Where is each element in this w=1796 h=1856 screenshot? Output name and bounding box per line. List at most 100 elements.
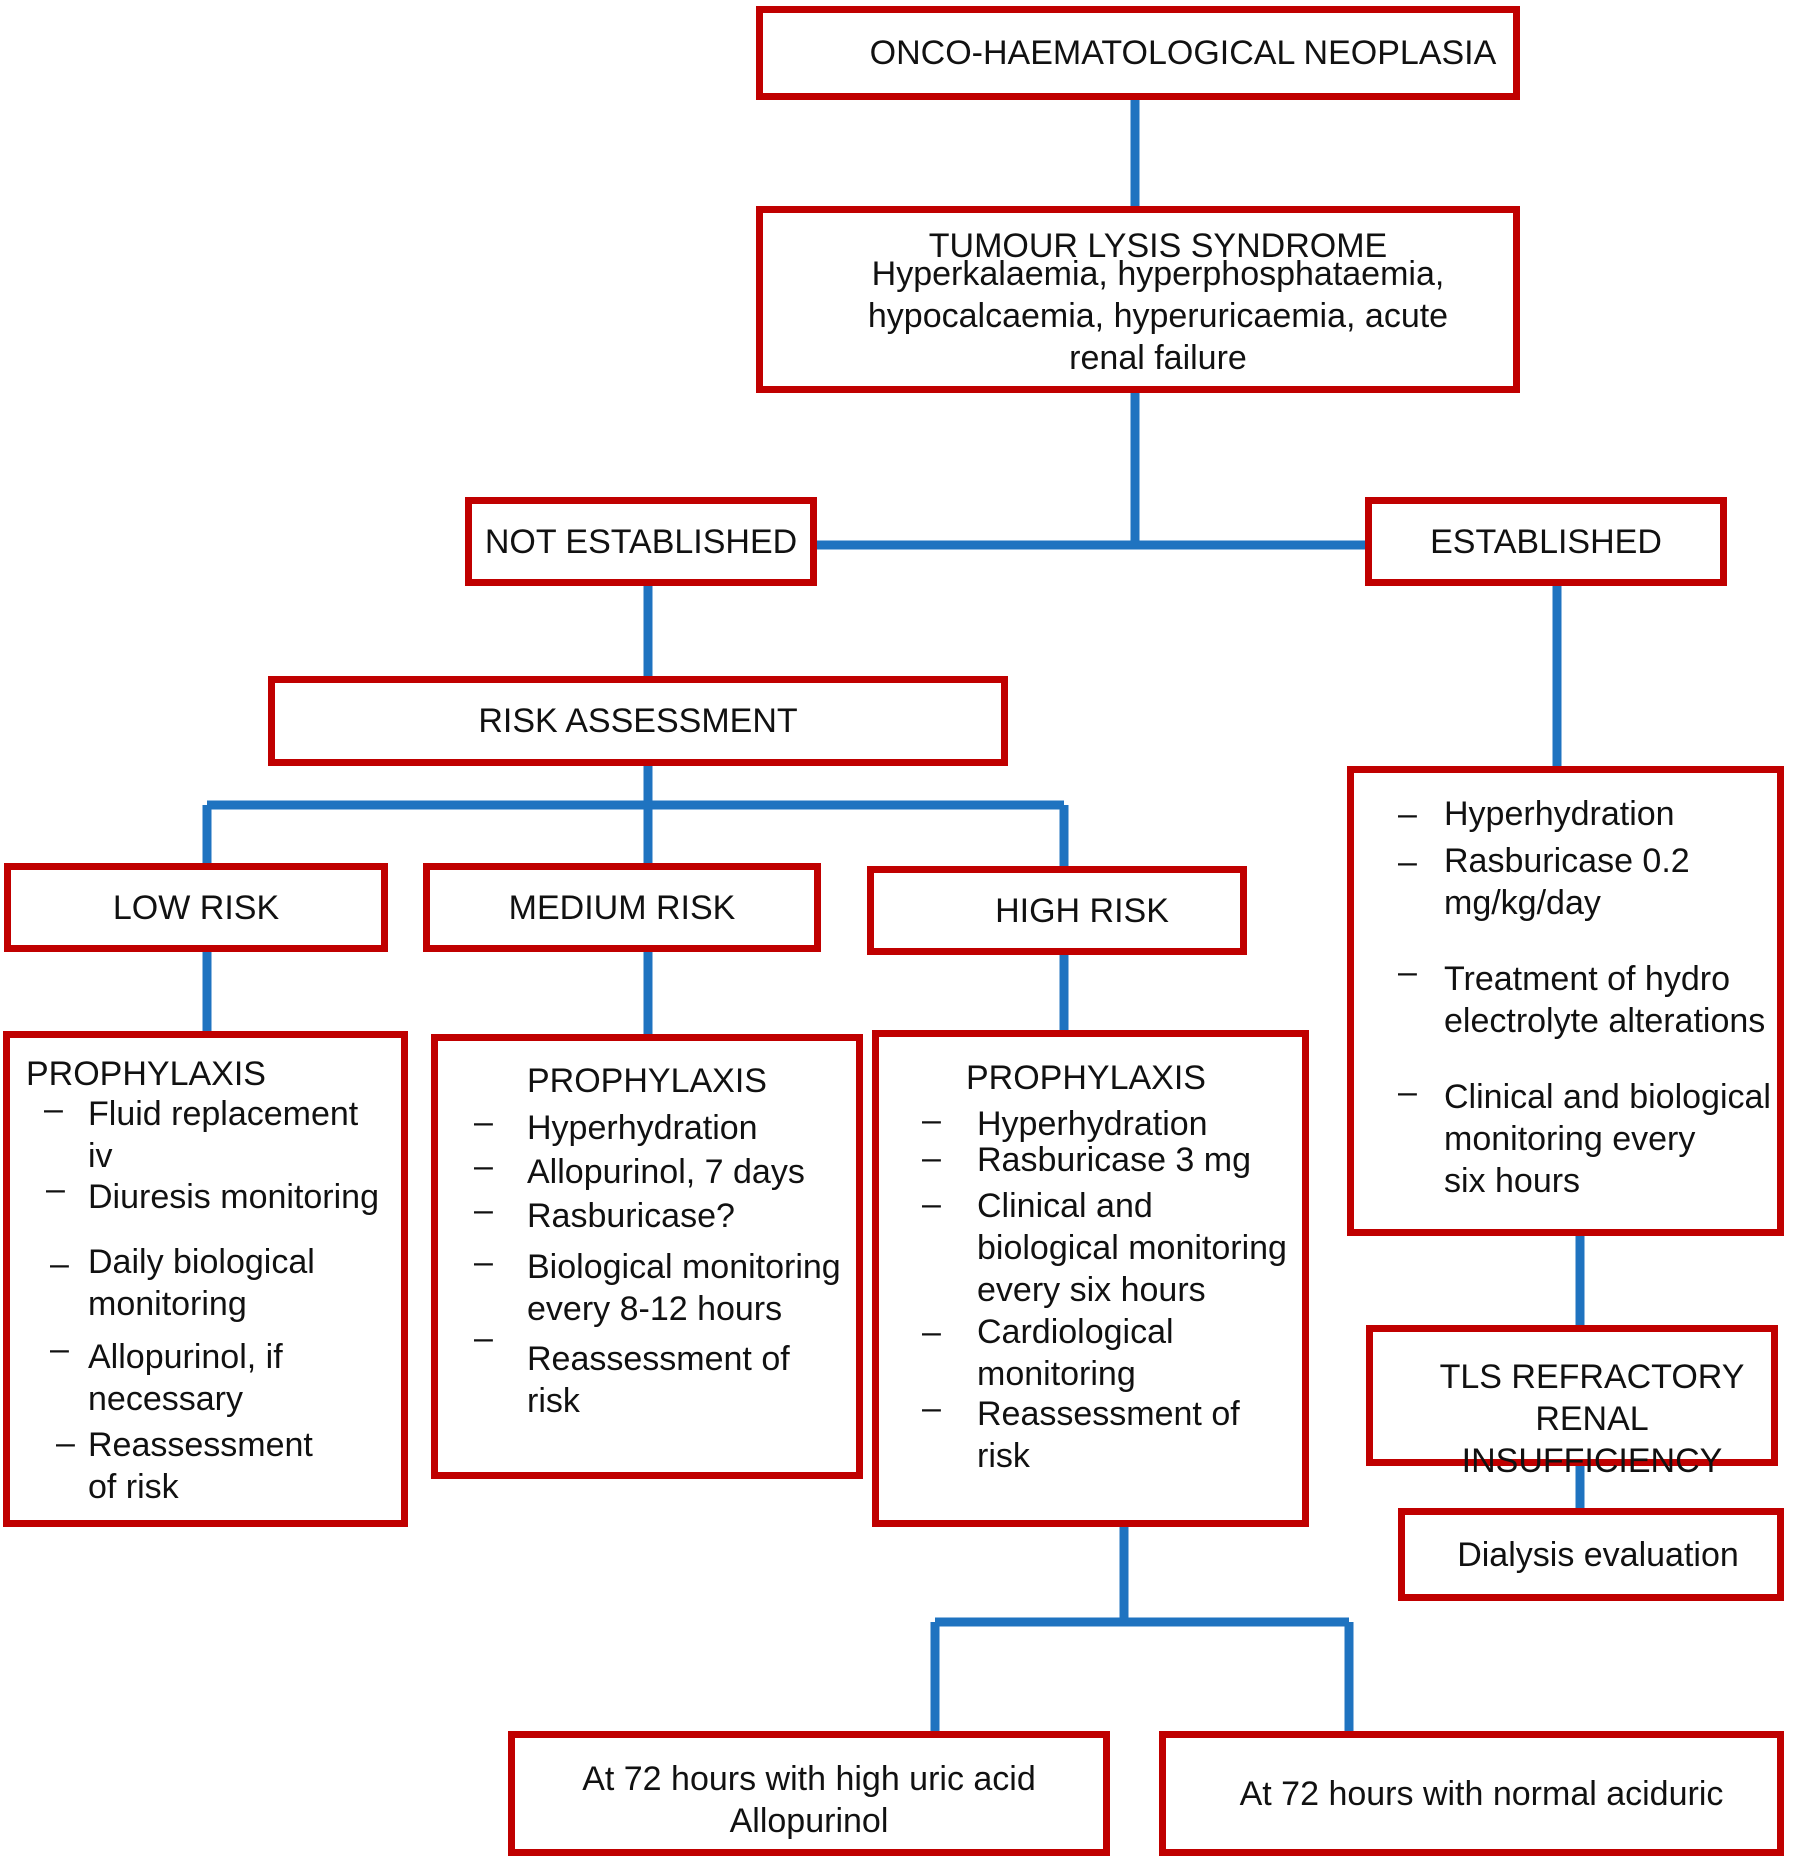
normal-aciduric-label: At 72 hours with normal aciduric bbox=[1239, 1774, 1724, 1813]
high-risk-item-3-line-2: biological monitoring bbox=[977, 1229, 1287, 1267]
established-item-2-line-2: mg/kg/day bbox=[1444, 884, 1601, 922]
dash-marker: – bbox=[474, 1147, 493, 1185]
high-risk-item-1-line-1: Hyperhydration bbox=[977, 1105, 1208, 1143]
established-box: ESTABLISHED bbox=[1365, 497, 1727, 586]
low-risk-item-3-line-2: monitoring bbox=[88, 1285, 247, 1323]
dash-marker: – bbox=[50, 1245, 69, 1283]
high-risk-prophylaxis-box: PROPHYLAXIS – Hyperhydration – Rasburica… bbox=[872, 1030, 1309, 1527]
medium-risk-item-4-line-2: every 8-12 hours bbox=[527, 1290, 783, 1328]
medium-risk-item-3: Rasburicase? bbox=[527, 1195, 735, 1237]
tls-description-line-1: Hyperkalaemia, hyperphosphataemia, bbox=[871, 255, 1445, 293]
dash-marker: – bbox=[474, 1191, 493, 1229]
high-risk-item-3-line-1: Clinical and bbox=[977, 1187, 1153, 1225]
dash-marker: – bbox=[56, 1424, 75, 1462]
not-established-box: NOT ESTABLISHED bbox=[465, 497, 817, 586]
dash-marker: – bbox=[922, 1101, 941, 1139]
high-risk-item-4-line-2: monitoring bbox=[977, 1355, 1136, 1393]
medium-risk-item-3-line-1: Rasburicase? bbox=[527, 1197, 735, 1235]
low-risk-box: LOW RISK bbox=[4, 863, 388, 952]
low-risk-item-4-line-1: Allopurinol, if bbox=[88, 1338, 283, 1376]
dash-marker: – bbox=[474, 1243, 493, 1281]
high-risk-box: HIGH RISK bbox=[867, 866, 1247, 955]
normal-aciduric-box: At 72 hours with normal aciduric bbox=[1159, 1731, 1784, 1856]
established-item-3-line-2: electrolyte alterations bbox=[1444, 1002, 1766, 1040]
established-item-3-line-1: Treatment of hydro bbox=[1444, 960, 1730, 998]
established-treatment-box: – Hyperhydration – Rasburicase 0.2 mg/kg… bbox=[1347, 766, 1784, 1236]
high-risk-item-2: Rasburicase 3 mg bbox=[977, 1139, 1251, 1181]
established-item-1: Hyperhydration bbox=[1444, 793, 1675, 835]
high-risk-item-3: Clinical and biological monitoring every… bbox=[977, 1185, 1287, 1311]
tls-description-line-2: hypocalcaemia, hyperuricaemia, acute bbox=[867, 297, 1449, 335]
risk-assessment-label: RISK ASSESSMENT bbox=[478, 702, 798, 740]
dash-marker: – bbox=[44, 1090, 63, 1128]
medium-risk-box: MEDIUM RISK bbox=[423, 863, 821, 952]
established-item-3: Treatment of hydro electrolyte alteratio… bbox=[1444, 958, 1765, 1042]
dialysis-evaluation-box: Dialysis evaluation bbox=[1398, 1508, 1784, 1601]
dash-marker: – bbox=[922, 1389, 941, 1427]
tls-refractory-line-2: RENAL INSUFFICIENCY bbox=[1461, 1400, 1723, 1480]
high-risk-prophylaxis-title: PROPHYLAXIS bbox=[966, 1059, 1206, 1097]
dash-marker: – bbox=[1398, 953, 1417, 991]
neoplasia-box: ONCO-HAEMATOLOGICAL NEOPLASIA bbox=[756, 6, 1520, 100]
established-item-4: Clinical and biological monitoring every… bbox=[1444, 1076, 1771, 1202]
high-risk-item-3-line-3: every six hours bbox=[977, 1271, 1206, 1309]
medium-risk-item-4: Biological monitoring every 8-12 hours bbox=[527, 1246, 841, 1330]
established-item-1-line-1: Hyperhydration bbox=[1444, 795, 1675, 833]
high-risk-item-4-line-1: Cardiological bbox=[977, 1313, 1174, 1351]
established-label: ESTABLISHED bbox=[1430, 522, 1662, 561]
dash-marker: – bbox=[922, 1185, 941, 1223]
low-risk-item-5-line-1: Reassessment bbox=[88, 1426, 313, 1464]
low-risk-item-5-line-2: of risk bbox=[88, 1468, 179, 1506]
medium-risk-item-2: Allopurinol, 7 days bbox=[527, 1151, 805, 1193]
established-item-4-line-3: six hours bbox=[1444, 1162, 1581, 1200]
low-risk-item-5: Reassessment of risk bbox=[88, 1424, 313, 1508]
established-item-2: Rasburicase 0.2 mg/kg/day bbox=[1444, 840, 1690, 924]
high-risk-item-1: Hyperhydration bbox=[977, 1103, 1208, 1145]
low-risk-prophylaxis-title: PROPHYLAXIS bbox=[26, 1055, 266, 1093]
high-risk-item-5-line-1: Reassessment of bbox=[977, 1395, 1240, 1433]
neoplasia-label: ONCO-HAEMATOLOGICAL NEOPLASIA bbox=[869, 34, 1497, 72]
established-item-2-line-1: Rasburicase 0.2 bbox=[1444, 842, 1690, 880]
low-risk-item-1-line-2: iv bbox=[88, 1137, 113, 1175]
tls-description-line-3: renal failure bbox=[1069, 339, 1247, 377]
low-risk-item-2-line-1: Diuresis monitoring bbox=[88, 1178, 379, 1216]
low-risk-item-1-line-1: Fluid replacement bbox=[88, 1095, 359, 1133]
dash-marker: – bbox=[50, 1330, 69, 1368]
established-item-4-line-1: Clinical and biological bbox=[1444, 1078, 1771, 1116]
low-risk-item-4: Allopurinol, if necessary bbox=[88, 1336, 283, 1420]
not-established-label: NOT ESTABLISHED bbox=[484, 522, 798, 561]
low-risk-item-1: Fluid replacement iv bbox=[88, 1093, 358, 1177]
established-item-4-line-2: monitoring every bbox=[1444, 1120, 1696, 1158]
dash-marker: – bbox=[922, 1313, 941, 1351]
tls-refractory-line-1: TLS REFRACTORY bbox=[1439, 1358, 1745, 1396]
tls-title: TUMOUR LYSIS SYNDROME bbox=[928, 227, 1388, 265]
tls-refractory-box: TLS REFRACTORY RENAL INSUFFICIENCY bbox=[1366, 1325, 1778, 1480]
high-risk-item-5-line-2: risk bbox=[977, 1437, 1030, 1475]
medium-risk-item-5-line-2: risk bbox=[527, 1382, 580, 1420]
high-risk-item-5: Reassessment of risk bbox=[977, 1393, 1240, 1477]
dash-marker: – bbox=[474, 1319, 493, 1357]
dash-marker: – bbox=[474, 1103, 493, 1141]
low-risk-label: LOW RISK bbox=[112, 888, 280, 927]
medium-risk-item-4-line-1: Biological monitoring bbox=[527, 1248, 841, 1286]
high-uric-acid-box: At 72 hours with high uric acid Allopuri… bbox=[508, 1731, 1110, 1856]
medium-risk-item-2-line-1: Allopurinol, 7 days bbox=[527, 1153, 805, 1191]
high-uric-acid-line-2: Allopurinol bbox=[729, 1802, 889, 1840]
high-uric-acid-line-1: At 72 hours with high uric acid bbox=[582, 1760, 1036, 1798]
tls-box: TUMOUR LYSIS SYNDROME Hyperkalaemia, hyp… bbox=[756, 206, 1520, 393]
medium-risk-label: MEDIUM RISK bbox=[508, 888, 736, 927]
low-risk-item-2: Diuresis monitoring bbox=[88, 1176, 379, 1218]
medium-risk-item-5-line-1: Reassessment of bbox=[527, 1340, 790, 1378]
medium-risk-prophylaxis-title: PROPHYLAXIS bbox=[527, 1062, 767, 1100]
dash-marker: – bbox=[922, 1139, 941, 1177]
high-risk-label: HIGH RISK bbox=[995, 891, 1169, 930]
medium-risk-prophylaxis-box: PROPHYLAXIS – Hyperhydration – Allopurin… bbox=[431, 1034, 863, 1479]
high-risk-item-4: Cardiological monitoring bbox=[977, 1311, 1174, 1395]
low-risk-item-4-line-2: necessary bbox=[88, 1380, 243, 1418]
low-risk-item-3-line-1: Daily biological bbox=[88, 1243, 315, 1281]
dash-marker: – bbox=[1398, 1073, 1417, 1111]
medium-risk-item-1-line-1: Hyperhydration bbox=[527, 1109, 758, 1147]
dash-marker: – bbox=[1398, 795, 1417, 833]
